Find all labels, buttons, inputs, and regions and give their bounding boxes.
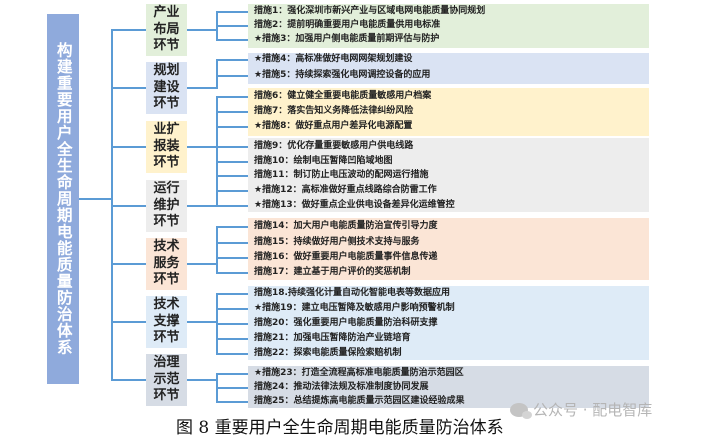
stage2-connector	[187, 87, 217, 89]
tick	[216, 161, 248, 163]
measure-18: 措施18.持续强化计量自动化智能电表等数据应用	[254, 288, 450, 298]
measure-19: ★措施19：建立电压暂降及敏感用户影响预警机制	[254, 303, 455, 313]
trunk-branch-5	[111, 263, 146, 265]
stage6-connector	[187, 321, 217, 323]
tick	[216, 126, 248, 128]
measure-2: 措施2：提前明确重要用户电能质量供用电标准	[254, 20, 441, 30]
stage5-connector	[187, 263, 217, 265]
stage-label: 业扩 报装 环节	[153, 122, 180, 171]
trunk-branch-7	[111, 379, 146, 381]
root-title-box: 构建重要用户全生命周期电能质量防治体系	[47, 14, 79, 384]
tick	[216, 25, 248, 27]
stage-label: 技术 支撑 环节	[153, 297, 180, 346]
tick	[216, 39, 248, 41]
wechat-icon	[510, 402, 532, 419]
trunk-branch-1	[111, 29, 146, 31]
stage7-connector	[187, 379, 217, 381]
tick	[216, 308, 248, 310]
root-connector	[79, 198, 112, 200]
bracket2-vertical	[216, 59, 218, 89]
measure-group-1	[248, 4, 649, 48]
measure-3: ★措施3：加强用户侧电能质量前期评估与防护	[254, 34, 440, 44]
measure-4: ★措施4：高标准做好电网网架规划建设	[254, 54, 413, 64]
tick	[216, 146, 248, 148]
measure-21: 措施21：加强电压暂降防治产业链培育	[254, 333, 411, 343]
tick	[216, 293, 248, 295]
stage-label: 技术 服务 环节	[153, 239, 180, 288]
measure-1: 措施1：强化深圳市新兴产业与区域电网电能质量协同规划	[254, 6, 486, 16]
tick	[216, 205, 248, 207]
tick	[216, 338, 248, 340]
bracket34-vertical	[216, 96, 218, 207]
tick	[216, 11, 248, 13]
stage-technical-support: 技术 支撑 环节	[146, 296, 187, 348]
measure-group-3	[248, 88, 649, 136]
stage-governance-demo: 治理 示范 环节	[146, 354, 187, 406]
stage-planning-construction: 规划 建设 环节	[146, 62, 187, 114]
tick	[216, 75, 248, 77]
measure-25: 措施25：总结提炼高电能质量示范园区建设经验成果	[254, 396, 465, 406]
tick	[216, 272, 248, 274]
measure-5: ★措施5：持续探索强化电网调控设备的应用	[254, 70, 431, 80]
tick	[216, 242, 248, 244]
measure-6: 措施6：健立健全重要电能质量敏感用户档案	[254, 91, 432, 101]
measure-7: 措施7：落实告知义务降低法律纠纷风险	[254, 106, 414, 116]
measure-17: 措施17：建立基于用户评价的奖惩机制	[254, 267, 411, 277]
measure-group-5	[248, 218, 649, 280]
stage-label: 运行 维护 环节	[153, 181, 180, 230]
figure-caption: 图 8 重要用户全生命周期电能质量防治体系	[176, 418, 504, 438]
tick	[216, 401, 248, 403]
measure-22: 措施22：探索电能质量保险索赔机制	[254, 348, 402, 358]
measure-8: ★措施8：做好重点用户差异化电源配置	[254, 121, 413, 131]
measure-13: ★措施13：做好重点企业供电设备差异化运维管控	[254, 200, 455, 210]
tick	[216, 373, 248, 375]
stage-label: 产业 布局 环节	[153, 5, 180, 54]
stage4-connector	[187, 205, 217, 207]
measure-group-2	[248, 53, 649, 84]
measure-15: 措施15：持续做好用户侧技术支持与服务	[254, 237, 420, 247]
stage-business-expansion: 业扩 报装 环节	[146, 121, 187, 173]
measure-9: 措施9：优化存量重要敏感用户供电线路	[254, 141, 414, 151]
tick	[216, 59, 248, 61]
stage3-connector	[187, 146, 217, 148]
trunk-branch-6	[111, 321, 146, 323]
trunk-branch-4	[111, 205, 146, 207]
stage-technical-service: 技术 服务 环节	[146, 238, 187, 290]
tick	[216, 111, 248, 113]
tick	[216, 353, 248, 355]
trunk-branch-2	[111, 87, 146, 89]
tick	[216, 257, 248, 259]
measure-12: ★措施12：高标准做好重点线路综合防雷工作	[254, 185, 437, 195]
measure-24: 措施24：推动法律法规及标准制度协同发展	[254, 382, 429, 392]
root-title: 构建重要用户全生命周期电能质量防治体系	[54, 42, 73, 356]
stage-label: 规划 建设 环节	[153, 63, 180, 112]
tick	[216, 190, 248, 192]
measure-23: ★措施23：打造全流程高标准电能质量防治示范园区	[254, 368, 464, 378]
trunk-branch-3	[111, 146, 146, 148]
watermark-text: 公众号 · 配电智库	[533, 401, 653, 419]
measure-11: 措施11：制订防止电压波动的配网运行措施	[254, 170, 429, 180]
watermark: 公众号 · 配电智库	[510, 399, 652, 420]
measure-10: 措施10：绘制电压暂降凹陷域地图	[254, 156, 393, 166]
measure-20: 措施20：强化重要用户电能质量防治科研支撑	[254, 318, 438, 328]
measure-group-6	[248, 286, 649, 360]
tick	[216, 226, 248, 228]
stage-industry-layout: 产业 布局 环节	[146, 4, 187, 56]
stage1-connector	[187, 29, 217, 31]
stage-label: 治理 示范 环节	[153, 355, 180, 404]
tick	[216, 387, 248, 389]
measure-group-7	[248, 366, 649, 408]
tick	[216, 323, 248, 325]
measure-group-4	[248, 138, 649, 212]
stage-operation-maintenance: 运行 维护 环节	[146, 180, 187, 232]
measure-14: 措施14：加大用户电能质量防治宣传引导力度	[254, 221, 438, 231]
measure-16: 措施16：做好重要用户电能质量事件信息传递	[254, 252, 438, 262]
tick	[216, 175, 248, 177]
tick	[216, 96, 248, 98]
bracket5-vertical	[216, 226, 218, 274]
